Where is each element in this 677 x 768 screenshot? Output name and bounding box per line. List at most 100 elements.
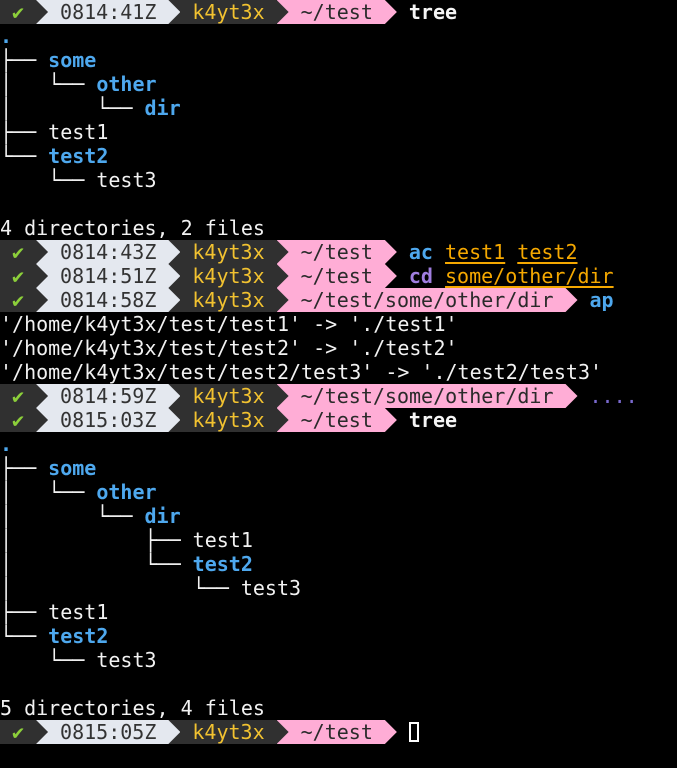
prompt-time: 0814:43Z (36, 240, 180, 264)
prompt-user: k4yt3x (168, 408, 288, 432)
tree-line: │ └── dir (0, 504, 677, 528)
tree-line: │ └── test3 (0, 576, 677, 600)
tree-directory: test2 (48, 144, 109, 168)
tree-root: . (0, 24, 13, 48)
tree-branch: ├── (0, 48, 49, 72)
prompt-time: 0814:58Z (36, 288, 180, 312)
tree-branch: │ └── (0, 552, 193, 576)
tree-line: ├── some (0, 48, 677, 72)
prompt-path: ~/test (277, 0, 397, 24)
tree-line: └── test2 (0, 624, 677, 648)
prompt-user: k4yt3x (168, 720, 288, 744)
status-check-icon: ✔ (0, 0, 48, 24)
tree-file: test1 (48, 120, 109, 144)
prompt-time: 0814:51Z (36, 264, 180, 288)
output-line: 5 directories, 4 files (0, 696, 265, 720)
status-check-icon: ✔ (0, 264, 48, 288)
command-name: ap (589, 288, 614, 312)
tree-line: │ └── test2 (0, 552, 677, 576)
prompt-time: 0814:59Z (36, 384, 180, 408)
status-check-icon: ✔ (0, 288, 48, 312)
output-line (0, 672, 677, 696)
tree-line: . (0, 24, 677, 48)
tree-branch: └── (0, 144, 49, 168)
output-line: '/home/k4yt3x/test/test1' -> './test1' (0, 312, 458, 336)
command-name: tree (408, 408, 458, 432)
command-input[interactable]: tree (397, 0, 457, 24)
prompt-user: k4yt3x (168, 288, 288, 312)
tree-file: test1 (192, 528, 253, 552)
tree-directory: dir (144, 96, 181, 120)
command-space (433, 240, 445, 264)
command-input[interactable]: ac test1 test2 (397, 240, 578, 264)
prompt-time: 0814:41Z (36, 0, 180, 24)
tree-root: . (0, 432, 13, 456)
tree-branch: ├── (0, 600, 49, 624)
tree-line: │ └── other (0, 480, 677, 504)
tree-line: └── test3 (0, 648, 677, 672)
prompt-path: ~/test (277, 264, 397, 288)
tree-branch: │ ├── (0, 528, 193, 552)
prompt-path: ~/test (277, 720, 397, 744)
tree-directory: some (48, 48, 97, 72)
command-space (505, 240, 517, 264)
status-check-icon: ✔ (0, 240, 48, 264)
tree-branch: │ └── (0, 72, 97, 96)
tree-branch: │ └── (0, 576, 241, 600)
prompt-path: ~/test/some/other/dir (277, 384, 578, 408)
tree-line: └── test2 (0, 144, 677, 168)
output-line: 4 directories, 2 files (0, 216, 265, 240)
tree-directory: dir (144, 504, 181, 528)
tree-file: test3 (96, 168, 157, 192)
tree-directory: other (96, 72, 157, 96)
tree-directory: other (96, 480, 157, 504)
status-check-icon: ✔ (0, 720, 48, 744)
tree-branch: │ └── (0, 96, 145, 120)
prompt-time: 0815:03Z (36, 408, 180, 432)
tree-branch: └── (0, 624, 49, 648)
tree-file: test3 (240, 576, 302, 600)
tree-branch: ├── (0, 120, 49, 144)
output-line: '/home/k4yt3x/test/test2/test3' -> './te… (0, 360, 603, 384)
tree-line: │ ├── test1 (0, 528, 677, 552)
command-name: cd (408, 264, 433, 288)
prompt-user: k4yt3x (168, 384, 288, 408)
prompt-path: ~/test/some/other/dir (277, 288, 578, 312)
prompt-time: 0815:05Z (36, 720, 180, 744)
prompt-path: ~/test (277, 240, 397, 264)
tree-line: ├── test1 (0, 120, 677, 144)
command-argument: some/other/dir (445, 264, 614, 288)
command-argument: test1 (445, 240, 506, 264)
tree-branch: │ └── (0, 504, 145, 528)
command-input[interactable] (397, 720, 419, 744)
tree-line: └── test3 (0, 168, 677, 192)
status-check-icon: ✔ (0, 408, 48, 432)
command-input[interactable]: ap (578, 288, 614, 312)
tree-branch: └── (0, 168, 97, 192)
tree-directory: some (48, 456, 97, 480)
autosuggest-hint: .... (589, 384, 638, 408)
command-input[interactable]: tree (397, 408, 457, 432)
tree-line: ├── test1 (0, 600, 677, 624)
command-name: tree (408, 0, 458, 24)
tree-directory: test2 (48, 624, 109, 648)
output-line (0, 192, 677, 216)
tree-line: │ └── other (0, 72, 677, 96)
tree-file: test1 (48, 600, 109, 624)
tree-branch: ├── (0, 456, 49, 480)
command-name: ac (408, 240, 433, 264)
prompt-user: k4yt3x (168, 264, 288, 288)
tree-directory: test2 (192, 552, 253, 576)
terminal-cursor (408, 722, 419, 742)
prompt-user: k4yt3x (168, 0, 288, 24)
command-input[interactable]: cd some/other/dir (397, 264, 614, 288)
prompt-user: k4yt3x (168, 240, 288, 264)
tree-line: │ └── dir (0, 96, 677, 120)
output-line: '/home/k4yt3x/test/test2' -> './test2' (0, 336, 458, 360)
command-input[interactable]: .... (578, 384, 638, 408)
